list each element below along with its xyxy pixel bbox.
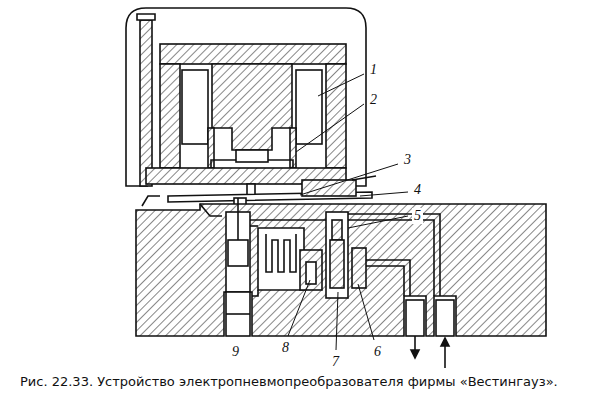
callout-number: 9	[230, 344, 241, 360]
callout-number: 2	[368, 92, 379, 108]
callout-number: 3	[402, 152, 413, 168]
figure-caption: Рис. 22.33. Устройство электропневмопрео…	[20, 374, 558, 390]
callout-number: 5	[412, 208, 423, 224]
callout-number: 1	[368, 62, 379, 78]
callout-number: 6	[372, 344, 383, 360]
callout-number: 4	[412, 182, 423, 198]
callout-number: 7	[330, 354, 341, 370]
callout-number: 8	[280, 340, 291, 356]
